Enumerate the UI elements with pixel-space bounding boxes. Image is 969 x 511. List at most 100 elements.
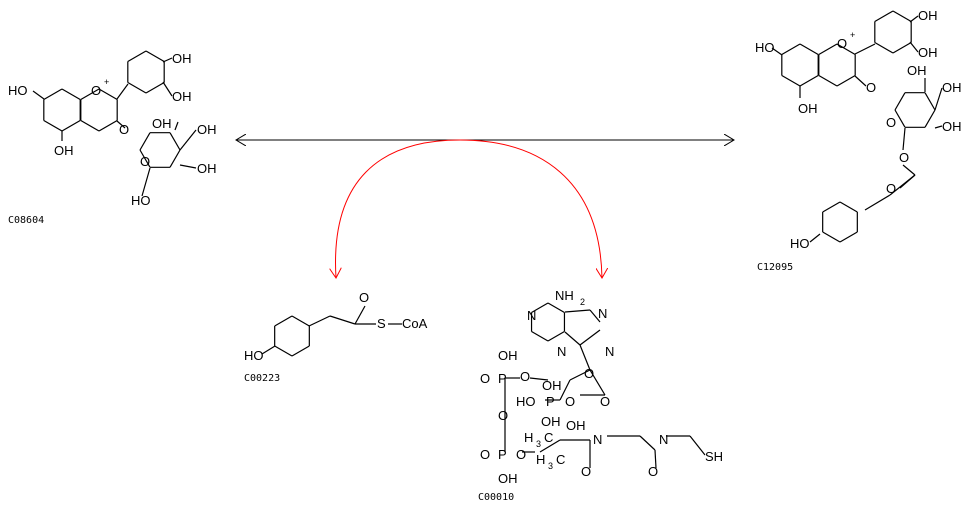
bond [531,330,549,342]
compound-id-c12095: C12095 [757,262,793,273]
compound-c00223[interactable]: O S CoA HO C00223 [244,290,428,384]
bond [61,119,81,132]
atom-label: H [536,452,545,467]
bond [80,119,100,132]
atom-label: O [516,447,526,462]
atom-label: OH [798,101,818,116]
bond [836,74,856,87]
bond [98,88,118,101]
atom-label: HO [755,40,775,55]
bond [818,43,838,56]
atom-label: 3 [536,439,541,449]
atom-label: HO [516,394,536,409]
bond [924,92,936,111]
atom-label: HO [131,193,151,208]
bond [564,309,591,313]
atom-label: P [498,371,507,386]
atom-label: OH [197,161,217,176]
bond [892,10,912,23]
bond [822,231,841,243]
bond [909,41,919,53]
compound-c00010[interactable]: NH 2 N N N N O OH O P O OH HO P O O OH O… [478,288,723,503]
bond [654,449,657,469]
atom-label: HO [790,236,810,251]
bond [854,43,876,55]
atom-label: SH [705,449,723,464]
atom-label: OH [54,143,74,158]
bond [261,345,276,355]
bond [781,74,801,87]
bond [771,47,783,56]
bond [547,330,565,342]
atom-label: O [565,394,575,409]
atom-label: O [359,290,369,305]
bond [329,315,356,325]
compound-c12095[interactable]: HO O + OH OH OH O OH OH O OH O O HO C120… [755,8,962,273]
bond [822,201,841,213]
bond [539,439,561,453]
bond [169,149,181,168]
atom-label: OH [918,8,938,23]
bond [354,305,366,325]
atom-label: OH [566,418,586,433]
bond [162,81,173,97]
bond [291,315,310,327]
atom-label: + [850,30,855,40]
atom-label: HO [8,83,28,98]
bond [839,231,858,243]
compound-c08604[interactable]: HO O + OH OH OH OH O OH O OH HO C08604 [8,51,217,226]
atom-label: OH [498,348,518,363]
bond [274,345,293,357]
atom-label: O [91,83,101,98]
bond [179,164,197,169]
bond [781,43,801,56]
atom-label: H [524,430,533,445]
bond [579,344,591,371]
bond [529,377,549,381]
bond [559,379,571,401]
bond [809,233,821,243]
atom-label: CoA [402,316,428,331]
bond [569,369,591,381]
side-arrow-to-c00223 [336,139,461,278]
bond [174,121,179,131]
bond [874,41,894,54]
atom-label: O [480,371,490,386]
atom-label: OH [942,80,962,95]
bond [80,88,100,101]
bond [799,74,819,87]
atom-label: N [557,344,566,359]
bond [61,88,81,101]
bond [874,10,894,23]
bond [589,309,601,323]
bond [274,315,293,327]
bond [579,329,601,346]
bond [836,43,856,56]
bond [839,201,858,213]
atom-label: O [866,80,876,95]
bond [934,125,943,129]
atom-label: OH [172,89,192,104]
atom-label: O [480,447,490,462]
atom-label: OH [942,119,962,134]
atom-label: OH [542,378,562,393]
atom-label: + [104,77,109,87]
atom-label: C [544,430,553,445]
atom-label: P [498,447,507,462]
bond [909,15,919,23]
bond [854,75,867,87]
atom-label: S [377,316,386,331]
atom-label: NH [555,288,574,303]
atom-label: HO [244,348,264,363]
bond [924,109,936,128]
bond [531,302,549,314]
atom-label: N [605,344,614,359]
bond [32,90,45,100]
atom-label: O [899,150,909,165]
bond-lines [32,10,943,469]
bond [689,435,706,456]
bond [564,331,581,346]
bond [116,83,129,100]
bond [98,119,118,132]
